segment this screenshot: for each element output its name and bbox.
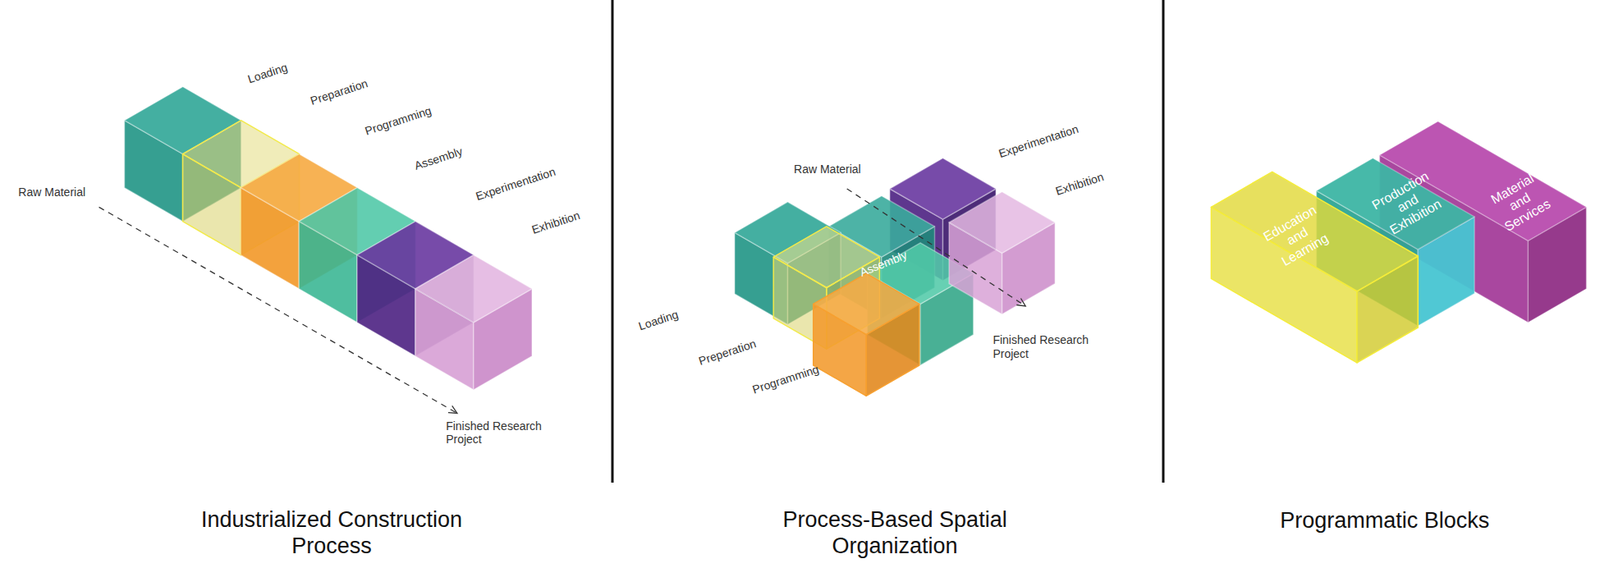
panel-caption: Industrialized Construction Process xyxy=(159,505,505,560)
process-cube xyxy=(415,255,532,390)
panel-divider xyxy=(611,0,615,483)
process-cube xyxy=(813,273,920,396)
flow-arrow xyxy=(847,188,1027,307)
step-label: Preparation xyxy=(308,76,370,108)
flow-arrow xyxy=(99,206,458,413)
prism-face xyxy=(415,255,532,323)
arrow-head xyxy=(1016,298,1026,307)
step-label: Programming xyxy=(362,103,433,138)
arrow-head xyxy=(448,405,458,413)
step-label: Exhibition xyxy=(1054,169,1106,198)
step-label: Loading xyxy=(637,307,680,334)
step-label: Assembly xyxy=(412,144,465,173)
step-label: Experimentation xyxy=(473,164,557,203)
panel-divider xyxy=(1162,0,1165,483)
step-label: Raw Material xyxy=(18,185,86,199)
step-label: Finished Research Project xyxy=(992,333,1107,360)
panel-caption: Process-Based Spatial Organization xyxy=(722,505,1068,560)
step-label: Experimentation xyxy=(997,121,1081,161)
step-label: Loading xyxy=(245,60,289,87)
step-label: Preperation xyxy=(696,336,758,368)
prism-face xyxy=(813,273,920,335)
step-label: Raw Material xyxy=(793,162,862,176)
prism-face xyxy=(948,192,1055,254)
step-label: Finished Research Project xyxy=(445,419,560,446)
panel-caption: Programmatic Blocks xyxy=(1212,507,1558,534)
step-label: Programming xyxy=(751,362,821,397)
process-cube xyxy=(948,192,1055,315)
step-label: Exhibition xyxy=(530,208,583,237)
